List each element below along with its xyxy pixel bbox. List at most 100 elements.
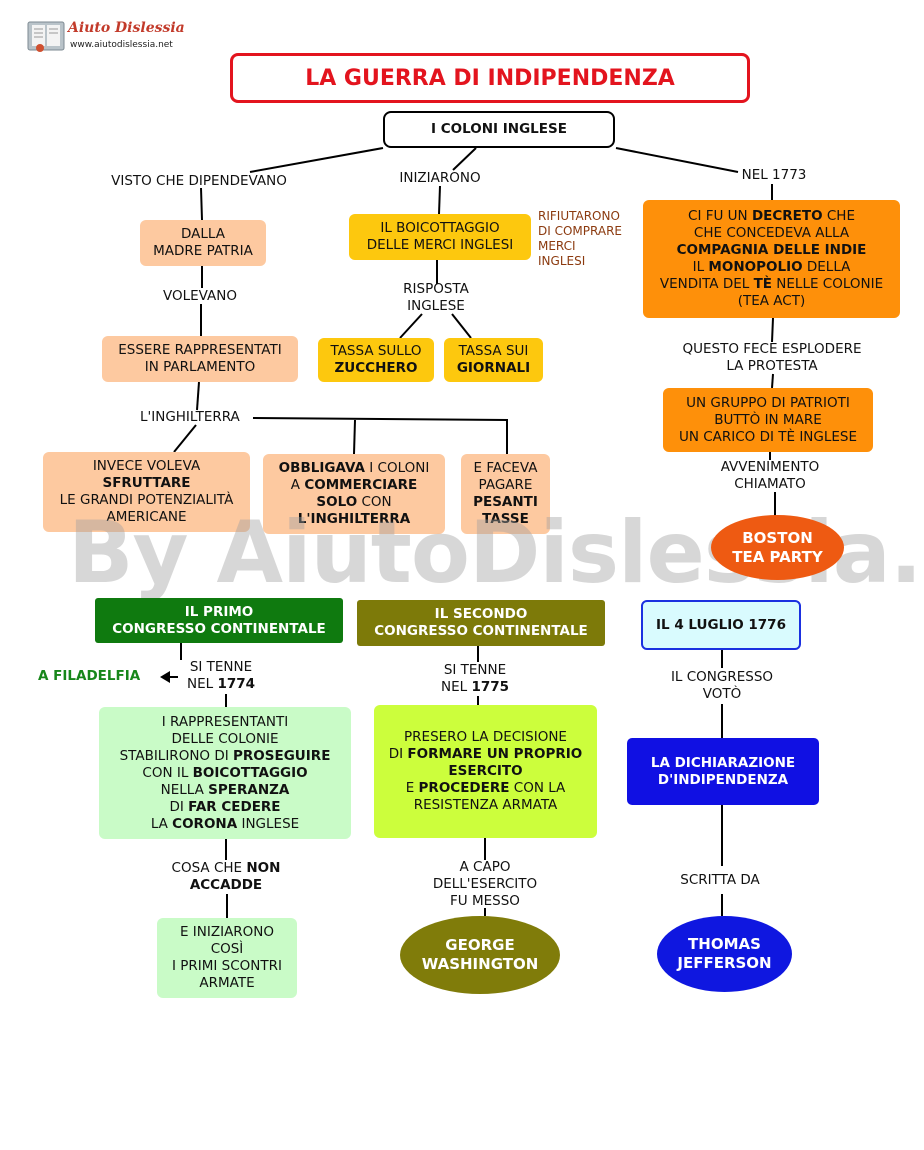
ellipse-jefferson: THOMAS JEFFERSON xyxy=(657,916,792,992)
text-bold: 1774 xyxy=(217,676,256,692)
label-a-capo-line: DELL'ESERCITO xyxy=(432,876,538,892)
label-avvenimento: AVVENIMENTO CHIAMATO xyxy=(705,459,835,493)
node-tassa-line: ZUCCHERO xyxy=(334,360,418,376)
text: I COLONI xyxy=(364,460,430,476)
node-rappresentati-line: IN PARLAMENTO xyxy=(144,359,256,375)
text-bold: PROSEGUIRE xyxy=(233,747,331,764)
text-bold: SPERANZA xyxy=(208,781,290,798)
note-line: DI COMPRARE xyxy=(538,224,622,238)
text: PRESERO LA DECISIONE xyxy=(404,729,567,745)
node-scontri-line: E INIZIARONO xyxy=(179,924,275,940)
logo: Aiuto Dislessia www.aiutodislessia.net xyxy=(26,18,185,54)
text-bold: ACCADDE xyxy=(189,877,263,893)
label-risposta-line: RISPOSTA xyxy=(403,281,469,297)
text: CON LA xyxy=(509,780,566,796)
ellipse-boston: BOSTON TEA PARTY xyxy=(711,515,844,580)
text-bold: L'INGHILTERRA xyxy=(297,511,411,527)
text: CHE CONCEDEVA ALLA xyxy=(693,225,850,241)
node-madre-patria-line: MADRE PATRIA xyxy=(153,243,253,259)
label-a-capo-line: A CAPO xyxy=(459,859,511,875)
node-tassa-giornali: TASSA SUI GIORNALI xyxy=(444,338,543,382)
ellipse-line: TEA PARTY xyxy=(732,547,823,566)
label-risposta-line: INGLESE xyxy=(407,298,465,314)
node-patrioti: UN GRUPPO DI PATRIOTI BUTTÒ IN MARE UN C… xyxy=(663,388,873,452)
header-line: CONGRESSO CONTINENTALE xyxy=(112,620,326,637)
node-sfruttare-line: LE GRANDI POTENZIALITÀ xyxy=(59,492,234,508)
text: NELLE COLONIE xyxy=(772,276,884,292)
node-tasse-line: TASSE xyxy=(482,511,529,527)
text-bold: OBBLIGAVA xyxy=(278,460,365,476)
text-bold: FORMARE UN PROPRIO xyxy=(407,746,583,762)
label-a-capo: A CAPO DELL'ESERCITO FU MESSO xyxy=(420,859,550,910)
text: CI FU UN xyxy=(688,208,752,224)
text: INGLESE xyxy=(237,815,300,832)
text-bold: 1775 xyxy=(471,679,510,695)
text: CON IL xyxy=(142,764,193,781)
ellipse-line: GEORGE xyxy=(445,936,515,954)
node-patrioti-line: BUTTÒ IN MARE xyxy=(714,411,822,428)
text: SI TENNE xyxy=(189,659,253,675)
node-madre-patria: DALLA MADRE PATRIA xyxy=(140,220,266,266)
label-nel-1773: NEL 1773 xyxy=(741,167,807,183)
logo-url: www.aiutodislessia.net xyxy=(70,40,173,50)
node-tasse-line: E FACEVA xyxy=(473,460,538,476)
label-esplodere-line: QUESTO FECE ESPLODERE xyxy=(682,341,862,357)
text: DELLE COLONIE xyxy=(171,730,279,747)
node-sfruttare-line: AMERICANE xyxy=(106,509,187,525)
note-line: RIFIUTARONO xyxy=(538,209,620,223)
header-4-luglio-label: IL 4 LUGLIO 1776 xyxy=(656,616,786,633)
node-rappresentati-line: ESSERE RAPPRESENTATI xyxy=(118,342,282,358)
text: IL xyxy=(692,259,709,275)
node-tassa-zucchero: TASSA SULLO ZUCCHERO xyxy=(318,338,434,382)
label-iniziarono: INIZIARONO xyxy=(399,170,481,186)
text: NEL xyxy=(186,676,218,692)
text-bold: BOICOTTAGGIO xyxy=(192,764,308,781)
text-bold: COMMERCIARE xyxy=(304,477,418,493)
ellipse-line: THOMAS xyxy=(688,935,761,953)
node-dichiarazione: LA DICHIARAZIONE D'INDIPENDENZA xyxy=(627,738,819,805)
text-bold: NON xyxy=(246,860,281,876)
node-boicottaggio-line: DELLE MERCI INGLESI xyxy=(366,237,514,253)
label-non-accadde: COSA CHE NON ACCADDE xyxy=(156,860,296,894)
label-risposta: RISPOSTA INGLESE xyxy=(386,281,486,315)
node-esercito: PRESERO LA DECISIONE DI FORMARE UN PROPR… xyxy=(374,705,597,838)
label-avvenimento-line: CHIAMATO xyxy=(734,476,806,492)
text: I RAPPRESENTANTI xyxy=(161,713,289,730)
text: DI xyxy=(169,798,189,815)
header-secondo-congresso: IL SECONDO CONGRESSO CONTINENTALE xyxy=(357,600,605,646)
label-esplodere: QUESTO FECE ESPLODERE LA PROTESTA xyxy=(672,341,872,375)
text: VENDITA DEL xyxy=(659,276,754,292)
node-madre-patria-line: DALLA xyxy=(181,226,225,242)
text-bold: TÈ xyxy=(753,276,772,292)
note-line: INGLESI xyxy=(538,254,586,268)
text-bold: SOLO xyxy=(316,494,358,510)
root-node: I COLONI INGLESE xyxy=(383,111,615,148)
label-inghilterra: L'INGHILTERRA xyxy=(140,409,240,425)
header-line: IL PRIMO xyxy=(184,603,254,620)
node-scontri: E INIZIARONO COSÌ I PRIMI SCONTRI ARMATE xyxy=(157,918,297,998)
node-tassa-line: GIORNALI xyxy=(456,360,531,376)
node-obbligava: OBBLIGAVA I COLONI A COMMERCIARE SOLO CO… xyxy=(263,454,445,534)
node-scontri-line: ARMATE xyxy=(199,975,255,991)
text: CON xyxy=(357,494,392,510)
node-boicottaggio: IL BOICOTTAGGIO DELLE MERCI INGLESI xyxy=(349,214,531,260)
node-patrioti-line: UN GRUPPO DI PATRIOTI xyxy=(686,394,850,411)
label-si-tenne-1775: SI TENNE NEL 1775 xyxy=(430,662,520,696)
ellipse-line: BOSTON xyxy=(742,528,813,547)
text: COSA CHE xyxy=(171,860,247,876)
root-label: I COLONI INGLESE xyxy=(431,121,567,137)
text: A xyxy=(290,477,305,493)
ellipse-line: WASHINGTON xyxy=(421,955,539,973)
page-title-frame: LA GUERRA DI INDIPENDENZA xyxy=(230,53,750,103)
note-rifiutarono: RIFIUTARONO DI COMPRARE MERCI INGLESI xyxy=(538,209,622,269)
label-voto-line: VOTÒ xyxy=(702,686,742,702)
node-scontri-line: I PRIMI SCONTRI xyxy=(171,958,283,974)
label-voto-line: IL CONGRESSO xyxy=(670,669,774,685)
node-dichiarazione-line: D'INDIPENDENZA xyxy=(657,771,789,788)
text: NEL xyxy=(440,679,472,695)
label-visto-che: VISTO CHE DIPENDEVANO xyxy=(111,173,287,189)
label-scritta-da: SCRITTA DA xyxy=(680,872,760,888)
node-rappresentati: ESSERE RAPPRESENTATI IN PARLAMENTO xyxy=(102,336,298,382)
node-tasse: E FACEVA PAGARE PESANTI TASSE xyxy=(461,454,550,534)
